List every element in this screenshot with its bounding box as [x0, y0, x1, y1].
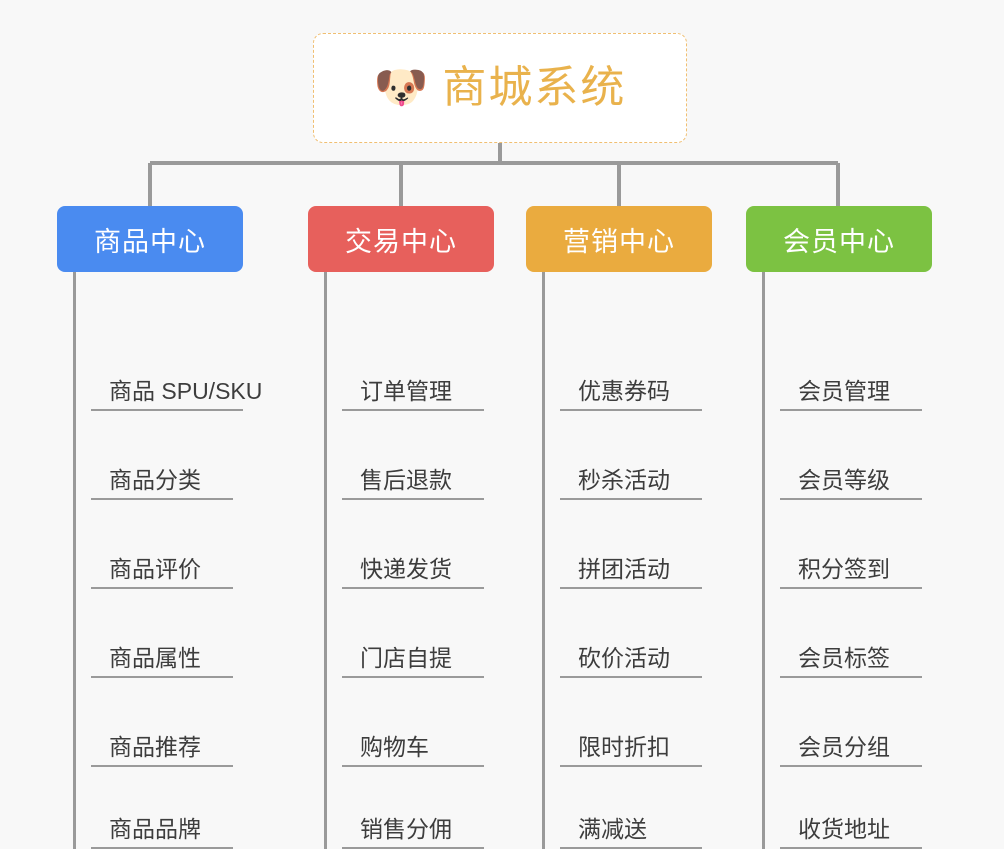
leaf-label: 商品评价	[91, 556, 233, 589]
branch-trade-center: 交易中心 订单管理 售后退款 快递发货 门店自提 购物车 销售分佣	[308, 206, 494, 849]
leaf-label: 会员分组	[780, 734, 922, 767]
leaf-label: 秒杀活动	[560, 467, 702, 500]
list-item[interactable]: 会员分组	[765, 678, 932, 767]
list-item[interactable]: 订单管理	[327, 322, 494, 411]
leaf-label: 销售分佣	[342, 816, 484, 849]
leaf-label: 快递发货	[342, 556, 484, 589]
list-item[interactable]: 快递发货	[327, 500, 494, 589]
list-item[interactable]: 秒杀活动	[545, 411, 712, 500]
leaf-label: 售后退款	[342, 467, 484, 500]
list-item[interactable]: 满减送	[545, 767, 712, 849]
branch-marketing-center: 营销中心 优惠券码 秒杀活动 拼团活动 砍价活动 限时折扣 满减送	[526, 206, 712, 849]
leaf-label: 商品分类	[91, 467, 233, 500]
list-item[interactable]: 限时折扣	[545, 678, 712, 767]
leaf-label: 砍价活动	[560, 645, 702, 678]
list-item[interactable]: 商品推荐	[76, 678, 243, 767]
leaf-list-product-center: 商品 SPU/SKU 商品分类 商品评价 商品属性 商品推荐 商品品牌	[73, 272, 262, 849]
leaf-label: 满减送	[560, 816, 702, 849]
root-node[interactable]: 🐶 商城系统	[313, 33, 687, 143]
list-item[interactable]: 会员标签	[765, 589, 932, 678]
branch-member-center: 会员中心 会员管理 会员等级 积分签到 会员标签 会员分组 收货地址	[746, 206, 932, 849]
list-item[interactable]: 商品评价	[76, 500, 243, 589]
list-item[interactable]: 商品 SPU/SKU	[76, 322, 262, 411]
leaf-label: 商品推荐	[91, 734, 233, 767]
leaf-label: 购物车	[342, 734, 484, 767]
leaf-label: 限时折扣	[560, 734, 702, 767]
leaf-label: 拼团活动	[560, 556, 702, 589]
leaf-label: 会员等级	[780, 467, 922, 500]
branch-header-marketing-center[interactable]: 营销中心	[526, 206, 712, 272]
leaf-label: 会员标签	[780, 645, 922, 678]
list-item[interactable]: 商品分类	[76, 411, 243, 500]
list-item[interactable]: 砍价活动	[545, 589, 712, 678]
leaf-label: 优惠券码	[560, 378, 702, 411]
list-item[interactable]: 商品品牌	[76, 767, 243, 849]
leaf-label: 商品 SPU/SKU	[91, 378, 262, 411]
branch-header-member-center[interactable]: 会员中心	[746, 206, 932, 272]
branch-header-trade-center[interactable]: 交易中心	[308, 206, 494, 272]
shiba-dog-face-icon: 🐶	[373, 63, 429, 112]
leaf-label: 商品品牌	[91, 816, 233, 849]
branch-header-product-center[interactable]: 商品中心	[57, 206, 243, 272]
leaf-label: 收货地址	[780, 816, 922, 849]
root-title: 商城系统	[442, 63, 627, 112]
leaf-label: 商品属性	[91, 645, 233, 678]
list-item[interactable]: 购物车	[327, 678, 494, 767]
list-item[interactable]: 收货地址	[765, 767, 932, 849]
list-item[interactable]: 门店自提	[327, 589, 494, 678]
list-item[interactable]: 商品属性	[76, 589, 243, 678]
list-item[interactable]: 会员等级	[765, 411, 932, 500]
leaf-label: 会员管理	[780, 378, 922, 411]
list-item[interactable]: 售后退款	[327, 411, 494, 500]
leaf-label: 积分签到	[780, 556, 922, 589]
list-item[interactable]: 拼团活动	[545, 500, 712, 589]
branch-product-center: 商品中心 商品 SPU/SKU 商品分类 商品评价 商品属性 商品推荐 商品品牌	[57, 206, 262, 849]
list-item[interactable]: 优惠券码	[545, 322, 712, 411]
leaf-list-member-center: 会员管理 会员等级 积分签到 会员标签 会员分组 收货地址	[762, 272, 932, 849]
list-item[interactable]: 会员管理	[765, 322, 932, 411]
leaf-list-marketing-center: 优惠券码 秒杀活动 拼团活动 砍价活动 限时折扣 满减送	[542, 272, 712, 849]
leaf-label: 订单管理	[342, 378, 484, 411]
leaf-label: 门店自提	[342, 645, 484, 678]
list-item[interactable]: 积分签到	[765, 500, 932, 589]
leaf-list-trade-center: 订单管理 售后退款 快递发货 门店自提 购物车 销售分佣	[324, 272, 494, 849]
list-item[interactable]: 销售分佣	[327, 767, 494, 849]
